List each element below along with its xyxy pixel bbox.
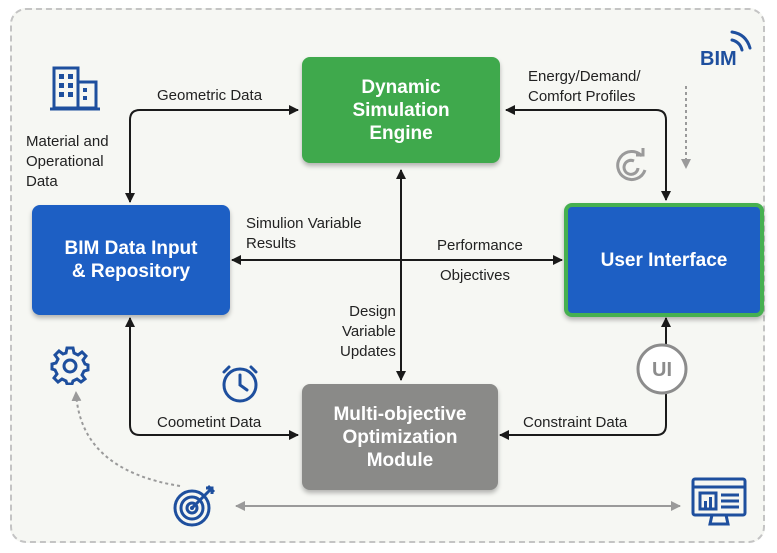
monitor-dashboard-icon <box>691 477 747 526</box>
arrow-dotted-target <box>71 391 181 487</box>
label-design-updates: Design Variable Updates <box>340 303 396 360</box>
bim-data-box: BIM Data Input & Repository <box>32 205 230 315</box>
gear-icon <box>50 346 90 385</box>
user-interface-box: User Interface <box>564 203 764 317</box>
label-coometint-data: Coometint Data <box>157 414 262 431</box>
bim-wifi-logo-icon: BIM <box>700 30 752 70</box>
svg-text:UI: UI <box>652 359 672 381</box>
target-icon <box>173 484 216 527</box>
arrow-constraint-data <box>499 317 671 440</box>
optimization-module-box: Multi-objective Optimization Module <box>302 384 498 490</box>
refresh-cycle-icon <box>616 148 647 181</box>
label-constraint-data: Constraint Data <box>523 414 628 431</box>
arrow-coometint-data <box>125 317 299 440</box>
label-performance: Performance <box>437 237 523 254</box>
arrow-geometric-data <box>125 105 299 203</box>
label-geometric-data: Geometric Data <box>157 87 263 104</box>
label-energy-profiles: Energy/Demand/ Comfort Profiles <box>528 68 641 105</box>
arrow-energy-profiles <box>505 105 671 201</box>
label-material-data: Material and Operational Data <box>26 133 109 190</box>
clock-icon <box>222 365 258 403</box>
svg-text:BIM: BIM <box>700 48 737 70</box>
label-simulion-results: Simulion Variable Results <box>246 215 362 252</box>
simulation-engine-box: Dynamic Simulation Engine <box>302 57 500 163</box>
building-icon <box>50 66 100 111</box>
label-objectives: Objectives <box>440 267 511 284</box>
ui-badge-icon: UI <box>636 343 688 395</box>
